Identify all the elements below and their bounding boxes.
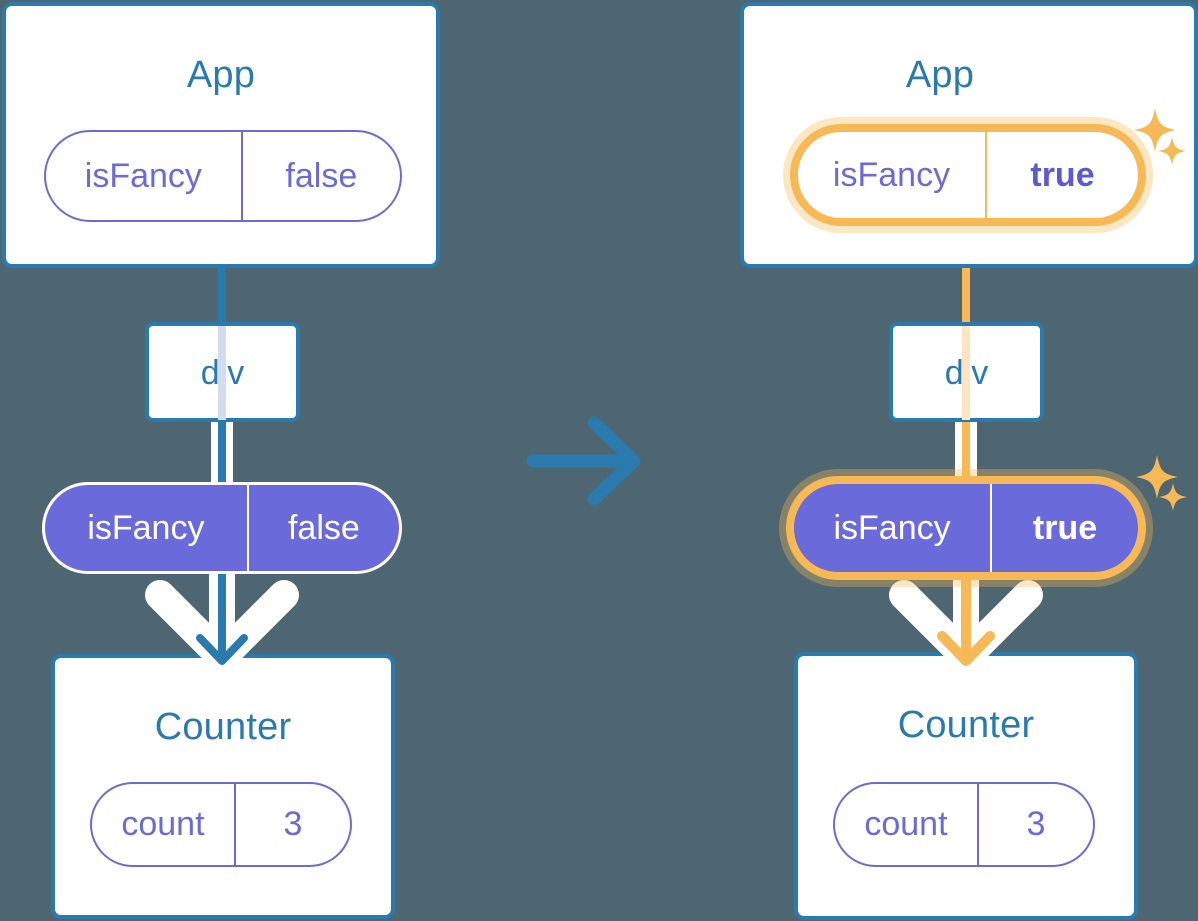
sparkle-small-icon bbox=[1158, 137, 1186, 165]
before-counter-state-key: count bbox=[121, 805, 205, 843]
sparkle-large-icon bbox=[1136, 455, 1178, 499]
sparkle-small-icon bbox=[1159, 483, 1187, 511]
after-counter-state-pill[interactable]: count 3 bbox=[833, 782, 1095, 867]
right-arrow-icon bbox=[526, 416, 641, 506]
before-counter-state-pill[interactable]: count 3 bbox=[90, 782, 352, 867]
after-app-title: App bbox=[905, 54, 975, 96]
after-app-state-value: true bbox=[985, 132, 1138, 218]
after-app-state-pill[interactable]: isFancy true bbox=[790, 124, 1146, 226]
sparkle-large-icon bbox=[1134, 108, 1176, 152]
before-prop-key: isFancy bbox=[87, 508, 205, 547]
after-prop-key: isFancy bbox=[833, 508, 951, 547]
after-prop-value: true bbox=[990, 484, 1138, 572]
before-counter-title: Counter bbox=[154, 706, 292, 748]
before-prop-value: false bbox=[246, 485, 399, 571]
before-app-title: App bbox=[186, 54, 256, 96]
after-counter-state-key: count bbox=[864, 805, 948, 843]
before-counter-state-value: 3 bbox=[233, 784, 350, 865]
before-prop-pill[interactable]: isFancy false bbox=[42, 482, 402, 574]
before-app-state-pill[interactable]: isFancy false bbox=[44, 130, 402, 222]
before-arrow-prop-to-counter bbox=[196, 560, 248, 665]
after-counter-title: Counter bbox=[897, 704, 1035, 746]
before-app-state-value: false bbox=[240, 132, 400, 220]
before-app-state-key: isFancy bbox=[84, 156, 202, 195]
after-prop-pill[interactable]: isFancy true bbox=[786, 476, 1146, 580]
after-app-state-key: isFancy bbox=[832, 155, 951, 194]
after-counter-state-value: 3 bbox=[976, 784, 1093, 865]
